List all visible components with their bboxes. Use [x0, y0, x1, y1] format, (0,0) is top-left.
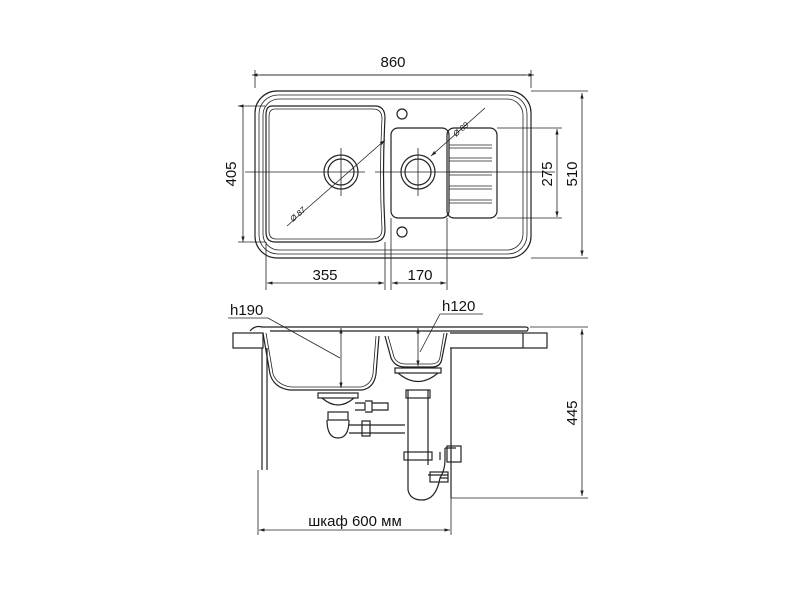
dim-445: 445: [564, 400, 581, 425]
depth-large-label: h190: [230, 302, 263, 319]
dim-860: 860: [380, 54, 405, 71]
dim-510: 510: [564, 161, 581, 186]
cabinet-label: шкаф 600 мм: [308, 513, 402, 530]
large-bowl: [265, 105, 386, 243]
bowls-profile: [262, 332, 448, 391]
dim-355: 355: [312, 267, 337, 284]
drain-large-label: Ø 87: [288, 205, 308, 224]
overflow-hole: [396, 226, 408, 238]
sink-outline: [254, 90, 532, 259]
top-view: Ø 87 Ø 89 860 405 510 275 355 170: [223, 54, 588, 290]
dim-405: 405: [223, 161, 240, 186]
depth-small-label: h120: [442, 298, 475, 315]
small-bowl: [390, 127, 450, 219]
countertop-right: [522, 332, 548, 349]
siphon: [317, 367, 462, 501]
drainboard: [446, 127, 498, 219]
side-view: h190 h120 445 шкаф 600 мм: [228, 298, 588, 535]
countertop-left: [232, 332, 264, 349]
dim-170: 170: [407, 267, 432, 284]
drainboard-ribs: [449, 144, 492, 204]
tap-hole: [396, 108, 408, 120]
sink-rim: [249, 325, 529, 332]
dim-275: 275: [539, 161, 556, 186]
cabinet-walls: [261, 348, 452, 498]
